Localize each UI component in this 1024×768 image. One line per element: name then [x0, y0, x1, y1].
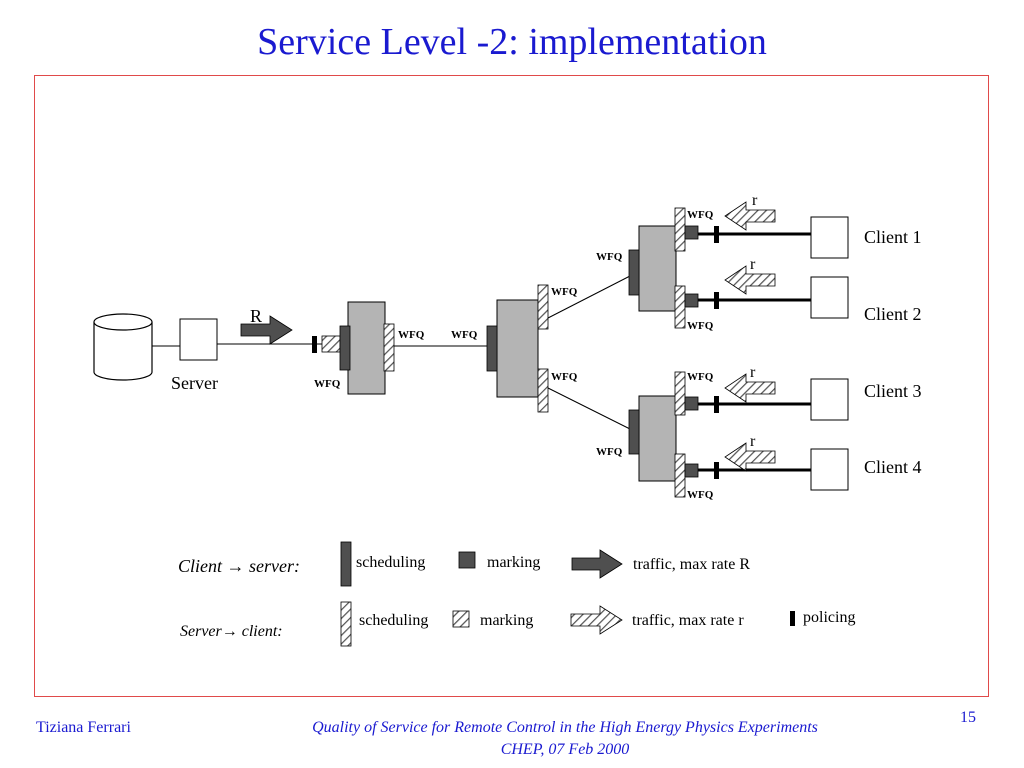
rate-r-label: r: [750, 364, 756, 381]
database-icon: [93, 313, 153, 381]
legend-marking-solid: [458, 551, 476, 569]
wfq-label: WFQ: [687, 209, 714, 221]
rate-r-label: r: [750, 256, 756, 273]
legend-server-client-label: Server→ client:: [180, 623, 283, 640]
policing-marker: [312, 336, 317, 353]
wfq-label: WFQ: [596, 446, 623, 458]
content-frame: [34, 75, 989, 697]
hatched-arrow-icon: [724, 265, 776, 295]
scheduling-solid: [628, 249, 640, 296]
wfq-label: WFQ: [687, 320, 714, 332]
footer-line-2: CHEP, 07 Feb 2000: [500, 741, 630, 758]
legend-scheduling-hatched: [340, 601, 352, 647]
legend-hatched-arrow-icon: [570, 605, 623, 635]
scheduling-solid: [628, 409, 640, 455]
legend-traffic-r: traffic, max rate r: [632, 612, 744, 629]
wfq-label: WFQ: [314, 378, 341, 390]
legend-marking: marking: [480, 612, 533, 629]
footer-citation: Quality of Service for Remote Control in…: [240, 717, 890, 761]
wfq-label: WFQ: [398, 329, 425, 341]
policing-marker: [714, 292, 719, 309]
marking-solid: [684, 396, 699, 411]
router-1: [347, 301, 386, 395]
marking-solid: [684, 293, 699, 308]
marking-hatched: [321, 335, 341, 353]
policing-marker: [714, 462, 719, 479]
scheduling-hatched: [674, 285, 686, 329]
rate-r-label: r: [752, 192, 758, 209]
scheduling-hatched: [674, 453, 686, 498]
scheduling-hatched: [537, 368, 549, 413]
server-box: [179, 318, 218, 361]
router-4: [638, 395, 677, 482]
wfq-label: WFQ: [687, 371, 714, 383]
legend-client-server-label: Client → server:: [178, 556, 300, 576]
client-box: [810, 448, 849, 491]
legend-scheduling-solid: [340, 541, 352, 587]
legend-marking: marking: [487, 554, 540, 571]
marking-solid: [684, 463, 699, 478]
policing-marker: [714, 396, 719, 413]
legend-marking-hatched: [452, 610, 470, 628]
legend-policing: policing: [803, 609, 855, 626]
rate-R-label: R: [250, 306, 262, 326]
footer-line-1: Quality of Service for Remote Control in…: [312, 719, 818, 736]
client-label: Client 3: [864, 381, 922, 401]
page-number: 15: [960, 709, 976, 726]
solid-arrow-icon: [240, 315, 293, 345]
hatched-arrow-icon: [724, 201, 776, 231]
legend-solid-arrow-icon: [571, 549, 623, 579]
client-label: Client 1: [864, 227, 922, 247]
scheduling-solid: [339, 325, 351, 371]
scheduling-hatched: [674, 371, 686, 416]
hatched-arrow-icon: [724, 373, 776, 403]
rate-r-label: r: [750, 433, 756, 450]
client-box: [810, 276, 849, 319]
router-2: [496, 299, 539, 398]
router-3: [638, 225, 677, 312]
scheduling-solid: [486, 325, 498, 372]
legend-traffic-R: traffic, max rate R: [633, 556, 750, 573]
scheduling-hatched: [537, 284, 549, 330]
scheduling-hatched: [383, 323, 395, 372]
server-label: Server: [171, 373, 218, 393]
wfq-label: WFQ: [551, 371, 578, 383]
wfq-label: WFQ: [687, 489, 714, 501]
page-title: Service Level -2: implementation: [257, 21, 767, 63]
marking-solid: [684, 225, 699, 240]
policing-marker: [714, 226, 719, 243]
client-label: Client 4: [864, 457, 922, 477]
wfq-label: WFQ: [551, 286, 578, 298]
client-label: Client 2: [864, 304, 922, 324]
scheduling-hatched: [674, 207, 686, 252]
client-box: [810, 216, 849, 259]
wfq-label: WFQ: [451, 329, 478, 341]
legend-scheduling: scheduling: [359, 612, 428, 629]
legend-policing-marker: [790, 611, 795, 626]
footer-author: Tiziana Ferrari: [36, 719, 131, 736]
wfq-label: WFQ: [596, 251, 623, 263]
hatched-arrow-icon: [724, 442, 776, 472]
client-box: [810, 378, 849, 421]
legend-scheduling: scheduling: [356, 554, 425, 571]
